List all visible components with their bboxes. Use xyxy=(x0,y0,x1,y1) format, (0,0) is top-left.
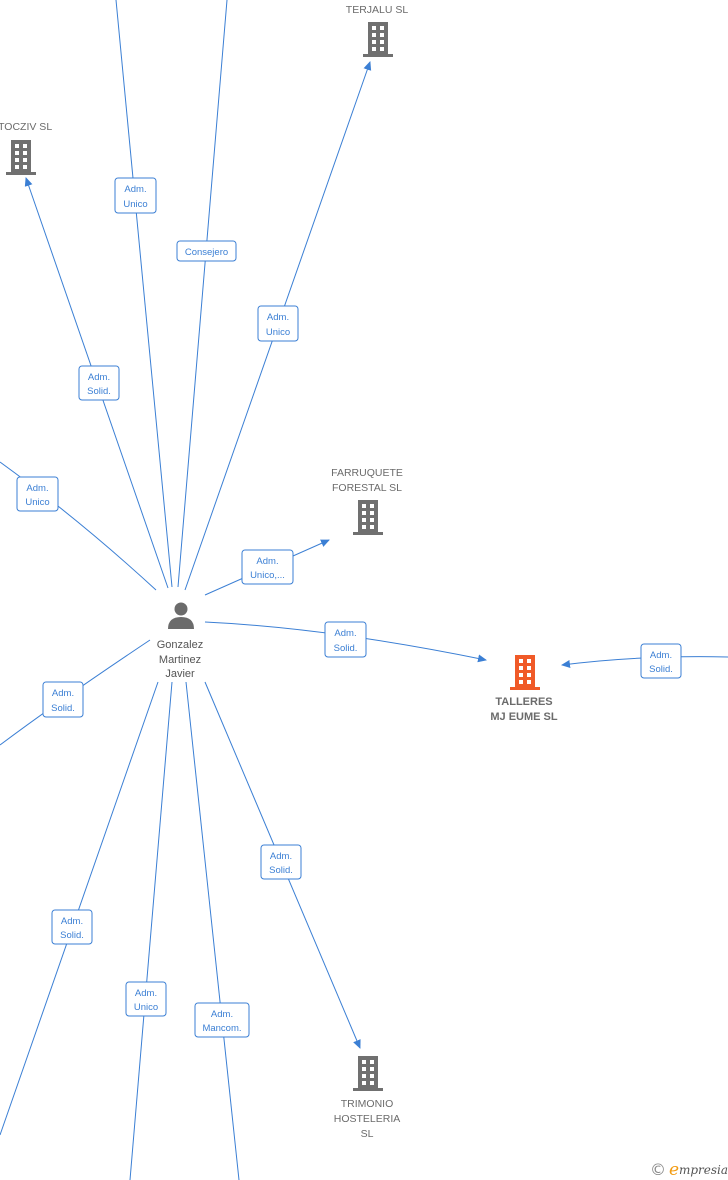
role-text: Unico xyxy=(123,199,147,210)
company-node-terjalu[interactable]: TERJALU SL xyxy=(346,4,409,57)
role-badge[interactable]: Adm. Unico xyxy=(257,305,299,342)
building-icon xyxy=(353,500,383,535)
role-text: Unico xyxy=(266,327,290,338)
edge-offscreen-top xyxy=(177,0,228,588)
role-badge[interactable]: Adm. Unico xyxy=(125,981,167,1017)
person-node[interactable]: Gonzalez Martinez Javier xyxy=(157,602,203,681)
role-text: Solid. xyxy=(51,703,75,714)
person-icon xyxy=(168,602,194,629)
building-icon xyxy=(510,655,540,690)
company-name: TALLERES xyxy=(495,696,552,708)
role-text: Adm. xyxy=(124,184,146,195)
company-name: MJ EUME SL xyxy=(490,711,558,723)
role-text: Adm. xyxy=(52,688,74,699)
role-text: Solid. xyxy=(649,664,673,675)
brand-name: mpresia xyxy=(679,1163,728,1177)
company-name: TERJALU SL xyxy=(346,4,409,16)
role-text: Consejero xyxy=(185,247,228,258)
role-text: Adm. xyxy=(135,988,157,999)
person-name: Martinez xyxy=(159,654,201,666)
role-badge[interactable]: Adm. Unico,... xyxy=(241,549,294,585)
role-text: Adm. xyxy=(26,483,48,494)
role-badge[interactable]: Adm. Solid. xyxy=(42,681,84,718)
role-badges: Adm. Unico Consejero Adm. Unico Adm. Sol… xyxy=(16,177,682,1038)
watermark: © e mpresia xyxy=(650,1160,728,1180)
role-text: Adm. xyxy=(88,372,110,383)
company-node-trimonio[interactable]: TRIMONIO HOSTELERIA SL xyxy=(334,1056,401,1140)
role-badge[interactable]: Adm. Mancom. xyxy=(194,1002,250,1038)
edge-offscreen-bottom-left xyxy=(0,681,159,1136)
role-text: Unico xyxy=(134,1002,158,1013)
role-text: Mancom. xyxy=(202,1023,241,1034)
role-badge[interactable]: Adm. Solid. xyxy=(51,909,93,945)
role-text: Adm. xyxy=(211,1009,233,1020)
role-text: Adm. xyxy=(61,916,83,927)
role-badge[interactable]: Consejero xyxy=(176,240,237,262)
building-icon xyxy=(6,140,36,175)
company-node-talleres[interactable]: TALLERES MJ EUME SL xyxy=(490,655,558,723)
building-icon xyxy=(353,1056,383,1091)
building-icon xyxy=(363,22,393,57)
person-name: Javier xyxy=(165,668,195,680)
role-text: Unico,... xyxy=(250,570,285,581)
company-name: ATOCZIV SL xyxy=(0,121,52,133)
brand-initial: e xyxy=(669,1160,679,1180)
role-badge[interactable]: Adm. Solid. xyxy=(78,365,120,401)
edge-offscreen-left-upper xyxy=(0,461,157,591)
company-name: HOSTELERIA xyxy=(334,1113,401,1125)
company-name: TRIMONIO xyxy=(341,1098,394,1110)
role-badge[interactable]: Adm. Unico xyxy=(114,177,157,214)
role-text: Adm. xyxy=(650,650,672,661)
role-badge[interactable]: Adm. Solid. xyxy=(324,621,367,658)
company-node-atocziv[interactable]: ATOCZIV SL xyxy=(0,121,52,175)
role-text: Solid. xyxy=(269,865,293,876)
role-text: Adm. xyxy=(267,312,289,323)
role-text: Solid. xyxy=(334,643,358,654)
person-name: Gonzalez xyxy=(157,639,203,651)
role-text: Solid. xyxy=(60,930,84,941)
copyright-icon: © xyxy=(650,1160,666,1179)
role-text: Adm. xyxy=(270,851,292,862)
company-name: SL xyxy=(361,1128,374,1140)
company-name: FARRUQUETE xyxy=(331,467,403,479)
role-text: Unico xyxy=(25,497,49,508)
role-text: Adm. xyxy=(256,556,278,567)
edge-offscreen-bottom-2 xyxy=(185,681,240,1180)
role-text: Adm. xyxy=(334,628,356,639)
company-name: FORESTAL SL xyxy=(332,482,402,494)
company-node-farruquete[interactable]: FARRUQUETE FORESTAL SL xyxy=(331,467,403,535)
edge-offscreen-top-left xyxy=(115,0,173,588)
role-badge[interactable]: Adm. Unico xyxy=(16,476,59,512)
role-badge[interactable]: Adm. Solid. xyxy=(260,844,302,880)
role-text: Solid. xyxy=(87,386,111,397)
role-badge[interactable]: Adm. Solid. xyxy=(640,643,682,679)
edge-offscreen-bottom-1 xyxy=(129,681,173,1180)
